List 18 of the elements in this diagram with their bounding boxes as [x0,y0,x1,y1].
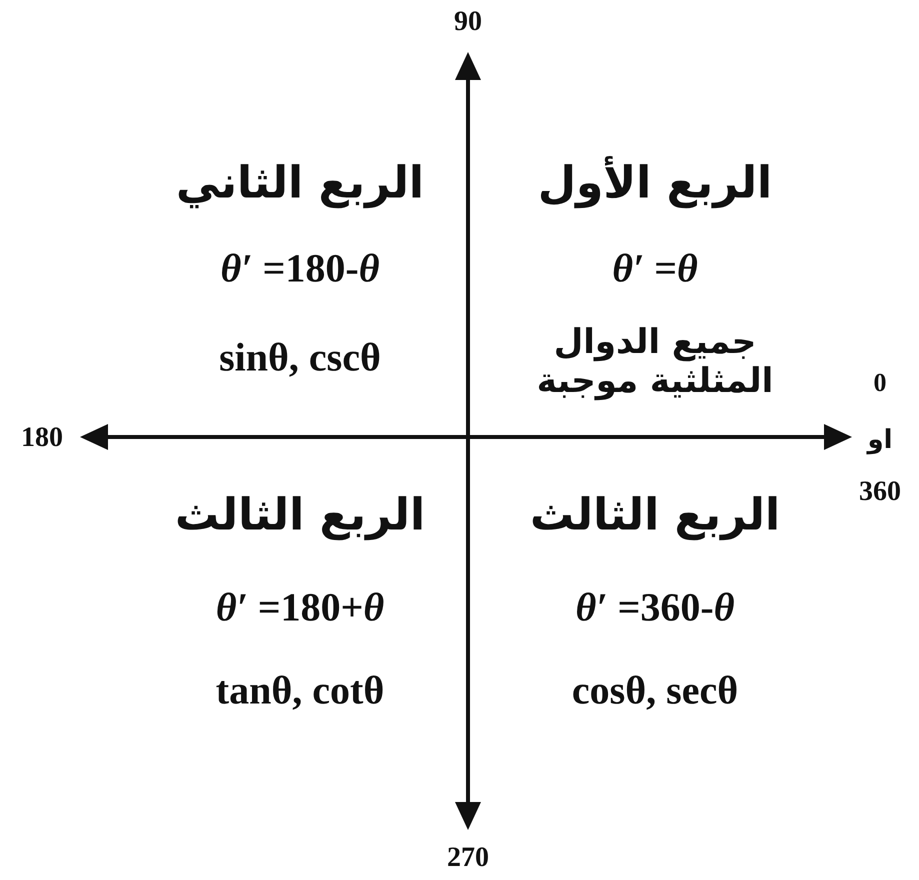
axis-label: 270 [447,842,489,874]
note: جميع الدوال المثلثية موجبة [536,322,774,402]
quadrant-title: الربع الثالث [530,490,780,540]
axis-label: 0 [874,368,886,398]
quadrant-title: الربع الثالث [174,490,426,540]
function-list: sinθ, cscθ [219,334,381,380]
formula: θ′ =360-θ [576,584,734,630]
formula: θ′ =180-θ [220,244,380,292]
function-list: tanθ, cotθ [216,666,384,714]
quadrant-title: الربع الثاني [176,158,424,208]
axis-label: 90 [454,6,482,38]
formula: θ′ =θ [612,244,698,292]
axis-label: 180 [21,422,63,454]
axis-label: او [867,425,893,455]
quadrant-title: الربع الأول [538,158,772,208]
axis-label: 360 [859,476,901,508]
formula: θ′ =180+θ [216,584,384,630]
function-list: cosθ, secθ [572,666,738,714]
